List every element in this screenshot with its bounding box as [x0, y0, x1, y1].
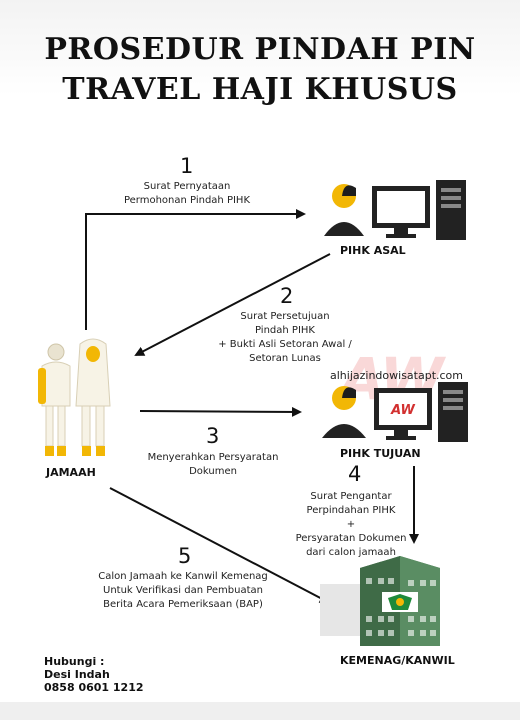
- step-1-text: Surat Pernyataan Permohonan Pindah PIHK: [123, 181, 251, 206]
- contact-label: Hubungi :: [44, 655, 105, 668]
- jamaah-icon: [38, 338, 111, 456]
- title-line-2: TRAVEL HAJI KHUSUS: [62, 72, 458, 107]
- title-line-1: PROSEDUR PINDAH PIN: [44, 32, 476, 67]
- pihk-asal-label: PIHK ASAL: [340, 244, 406, 257]
- footer-band: [0, 702, 520, 720]
- step-4-text: Surat Pengantar Perpindahan PIHK + Persy…: [295, 491, 407, 558]
- kemenag-building-icon: [320, 556, 440, 646]
- website-text: alhijazindowisatapt.com: [330, 369, 463, 382]
- pihk-asal-icon: [324, 180, 466, 240]
- step-1-number: 1: [180, 154, 194, 178]
- step-4-number: 4: [348, 462, 362, 486]
- arrow-step-5: [109, 487, 330, 603]
- title-background: [0, 0, 520, 96]
- step-5-number: 5: [178, 544, 192, 568]
- step-5-text: Calon Jamaah ke Kanwil Kemenag Untuk Ver…: [98, 571, 268, 610]
- jamaah-label: JAMAAH: [46, 466, 96, 479]
- arrow-step-2: [134, 253, 331, 356]
- step-3-text: Menyerahkan Persyaratan Dokumen: [147, 452, 279, 477]
- kemenag-label: KEMENAG/KANWIL: [340, 654, 455, 667]
- monitor-badge: AW: [390, 403, 415, 418]
- arrow-step-3: [139, 406, 302, 417]
- contact-phone: 0858 0601 1212: [44, 681, 144, 694]
- pihk-tujuan-label: PIHK TUJUAN: [340, 447, 421, 460]
- step-2-number: 2: [280, 284, 294, 308]
- step-2-text: Surat Persetujuan Pindah PIHK + Bukti As…: [218, 311, 352, 364]
- step-3-number: 3: [206, 424, 220, 448]
- pihk-tujuan-icon: [322, 382, 468, 442]
- arrow-step-1: [85, 209, 306, 330]
- contact-name: Desi Indah: [44, 668, 110, 681]
